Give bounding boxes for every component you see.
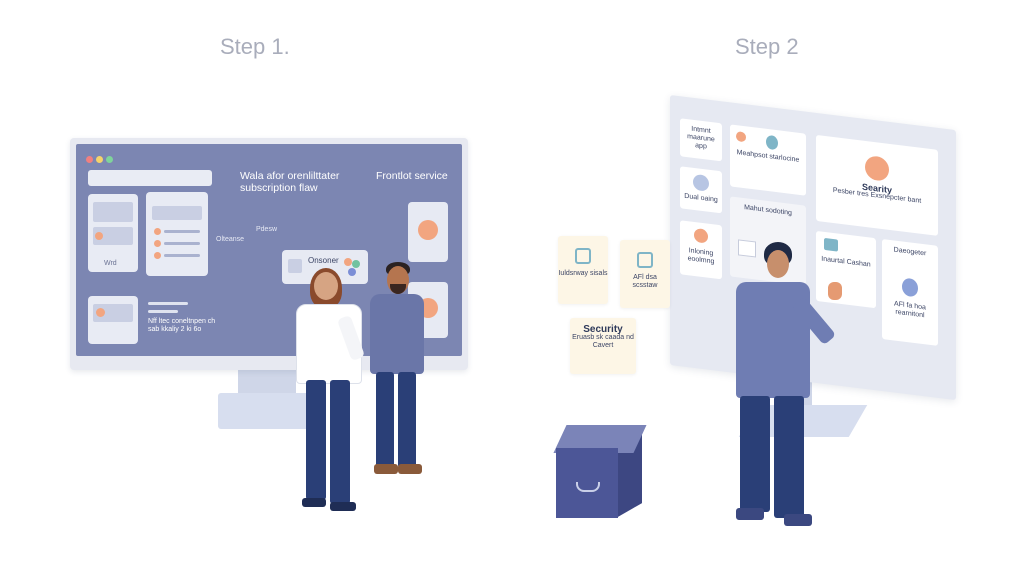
card-app[interactable]: Intmnt maarune app	[680, 118, 722, 162]
user-icon	[824, 237, 838, 252]
alert-icon	[736, 131, 746, 143]
node-label: Onsoner	[308, 256, 339, 265]
bottom-panel	[88, 296, 138, 344]
card-sodoting[interactable]: Mahut sodoting	[730, 196, 806, 286]
monitor-base	[218, 393, 314, 429]
card-dual[interactable]: Dual oaing	[680, 166, 722, 214]
bottom-text: Nff ltec coneltnpen ch sab kkaliy 2 ki 6…	[148, 318, 216, 333]
globe-icon	[693, 173, 709, 192]
step-2-title: Step 2	[735, 34, 799, 59]
user-avatar-icon	[418, 220, 438, 240]
hand	[828, 282, 842, 300]
card-inloning[interactable]: Inloning eoolmng	[680, 220, 722, 280]
middle-panel	[146, 192, 208, 276]
monitor-neck	[238, 370, 296, 396]
note-security: Security Eruasb sk caada nd Cavert	[570, 318, 636, 374]
window-maximize-dot	[106, 156, 113, 163]
user-icon	[348, 268, 356, 276]
step-1-title: Step 1.	[220, 34, 290, 59]
user-icon	[902, 277, 918, 298]
feature-board: Intmnt maarune app Meahpsot starlocine S…	[670, 95, 956, 401]
edge-label-1: Pdesw	[256, 226, 278, 233]
address-bar[interactable]	[88, 170, 212, 186]
service-label: Frontlot service	[376, 170, 448, 182]
service-node-top	[408, 202, 448, 262]
card-security[interactable]: Searity Pesber tres Exsnepcter bant	[816, 134, 938, 236]
lock-icon	[637, 252, 653, 268]
edge-label-2: Olteanse	[216, 236, 245, 243]
window-minimize-dot	[96, 156, 103, 163]
monitor: Wrd Wala afor orenlilttater subscription…	[70, 138, 468, 370]
left-panel: Wrd	[88, 194, 138, 272]
storage-box	[556, 448, 618, 518]
security-icon	[865, 154, 889, 182]
card-starlocine[interactable]: Meahpsot starlocine	[730, 124, 806, 196]
lock-icon	[575, 248, 591, 264]
card-inaurtal[interactable]: Inaurtal Cashan	[816, 230, 876, 309]
user-icon	[766, 134, 778, 151]
window-close-dot	[86, 156, 93, 163]
box-handle-icon	[576, 482, 600, 492]
edit-icon	[288, 259, 302, 273]
user-icon	[352, 260, 360, 268]
warning-icon	[738, 239, 756, 258]
note-lock-1: Iuldsrway sisals	[558, 236, 608, 304]
user-icon	[344, 258, 352, 266]
screen-heading: Wala afor orenlilttater subscription fla…	[240, 170, 340, 194]
note-lock-2: AFl dsa scsstaw	[620, 240, 670, 308]
panel-label: Wrd	[104, 260, 117, 267]
card-daeogeter[interactable]: Daeogeter AFl fa hoa rearnitonl	[882, 239, 938, 346]
help-icon	[694, 227, 708, 244]
